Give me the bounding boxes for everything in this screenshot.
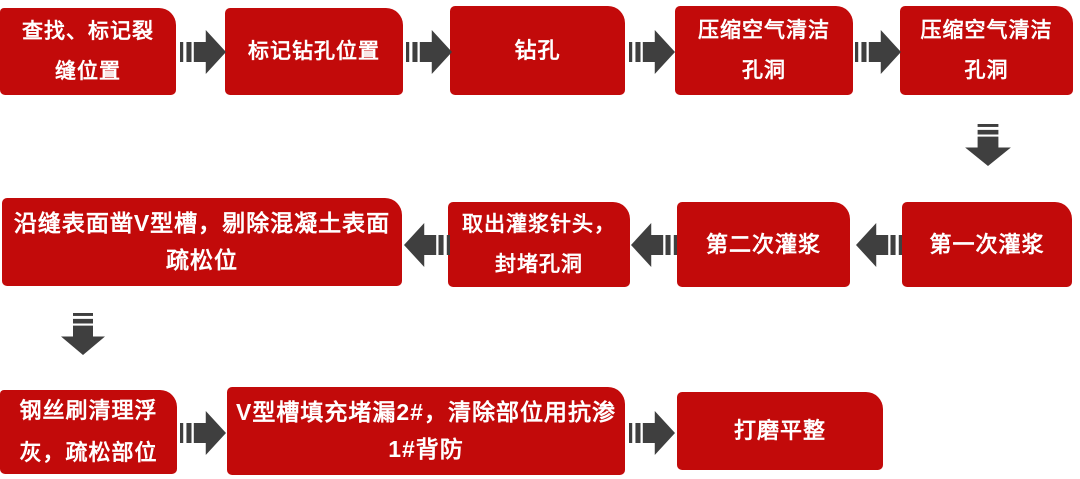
arrow-left-icon-2 [631, 220, 677, 270]
step-box-4: 压缩空气清洁 孔洞 [675, 6, 853, 95]
arrow-right-icon-2 [406, 27, 452, 77]
step-box-12: 打磨平整 [677, 392, 883, 470]
step-label-12: 打磨平整 [733, 418, 826, 444]
arrow-right-icon-3 [629, 27, 675, 77]
step-box-8: 取出灌浆针头， 封堵孔洞 [448, 202, 630, 287]
step-label-3: 钻孔 [514, 37, 561, 63]
arrow-left-icon-3 [404, 220, 450, 270]
step-label-7: 第二次灌浆 [705, 231, 821, 257]
arrow-right-icon-4 [855, 27, 901, 77]
step-box-2: 标记钻孔位置 [225, 8, 403, 95]
step-label-4: 压缩空气清洁 孔洞 [698, 18, 830, 82]
step-box-9: 沿缝表面凿V型槽，剔除混凝土表面 疏松位 [2, 198, 402, 286]
arrow-right-icon-5 [180, 408, 226, 458]
step-box-7: 第二次灌浆 [677, 202, 850, 287]
arrow-left-icon-1 [856, 220, 902, 270]
step-label-5: 压缩空气清洁 孔洞 [920, 18, 1053, 82]
step-label-11: V型槽填充堵漏2#，清除部位用抗渗 1#背防 [236, 399, 616, 462]
step-box-11: V型槽填充堵漏2#，清除部位用抗渗 1#背防 [227, 387, 625, 475]
step-label-1: 查找、标记裂 缝位置 [22, 19, 154, 83]
arrow-down-icon-2 [58, 313, 108, 355]
arrow-right-icon-6 [629, 408, 675, 458]
step-label-6: 第一次灌浆 [929, 231, 1045, 257]
step-label-9: 沿缝表面凿V型槽，剔除混凝土表面 疏松位 [13, 210, 391, 273]
step-box-1: 查找、标记裂 缝位置 [0, 8, 176, 95]
step-label-2: 标记钻孔位置 [248, 39, 380, 63]
step-box-6: 第一次灌浆 [902, 202, 1072, 287]
step-box-3: 钻孔 [450, 6, 625, 95]
arrow-right-icon-1 [180, 27, 226, 77]
step-box-5: 压缩空气清洁 孔洞 [900, 6, 1073, 95]
step-label-10: 钢丝刷清理浮 灰，疏松部位 [19, 398, 158, 465]
step-label-8: 取出灌浆针头， 封堵孔洞 [462, 212, 616, 276]
arrow-down-icon-1 [962, 124, 1014, 166]
step-box-10: 钢丝刷清理浮 灰，疏松部位 [0, 390, 177, 474]
